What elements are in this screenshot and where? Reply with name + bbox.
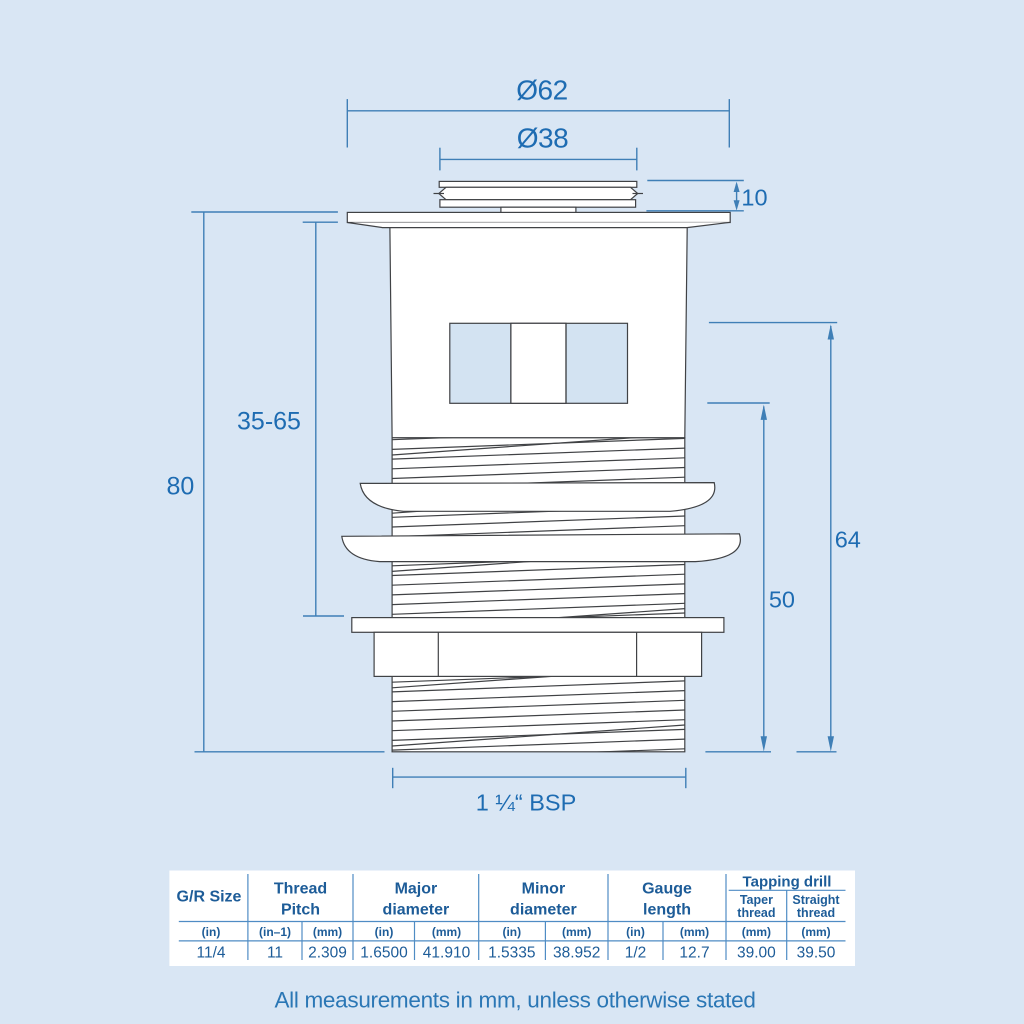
svg-text:All measurements in mm, unless: All measurements in mm, unless otherwise… [274, 988, 755, 1013]
svg-text:11: 11 [267, 945, 283, 962]
svg-text:(mm): (mm) [432, 925, 461, 939]
svg-text:diameter: diameter [510, 902, 577, 919]
svg-text:Gauge: Gauge [642, 881, 692, 898]
svg-text:(mm): (mm) [562, 925, 591, 939]
svg-text:2.309: 2.309 [308, 945, 347, 962]
svg-text:thread: thread [797, 906, 835, 920]
svg-text:(mm): (mm) [801, 925, 830, 939]
svg-text:11/4: 11/4 [196, 945, 225, 962]
svg-text:Taper: Taper [740, 893, 773, 907]
svg-text:35-65: 35-65 [237, 408, 301, 436]
svg-text:Straight: Straight [792, 893, 840, 907]
svg-text:(in): (in) [502, 925, 521, 939]
svg-text:(mm): (mm) [680, 925, 709, 939]
svg-text:1/2: 1/2 [625, 945, 647, 962]
svg-text:(mm): (mm) [313, 925, 342, 939]
svg-text:(in): (in) [202, 925, 221, 939]
svg-text:12.7: 12.7 [679, 945, 709, 962]
svg-text:Major: Major [395, 881, 438, 898]
svg-text:(in): (in) [375, 925, 394, 939]
svg-text:(mm): (mm) [742, 925, 771, 939]
svg-text:Ø62: Ø62 [516, 75, 567, 106]
svg-text:64: 64 [835, 527, 861, 553]
svg-text:Pitch: Pitch [281, 902, 320, 919]
svg-text:1.6500: 1.6500 [360, 945, 408, 962]
svg-text:diameter: diameter [383, 902, 450, 919]
svg-text:50: 50 [769, 587, 795, 613]
svg-text:Tapping drill: Tapping drill [743, 874, 832, 891]
svg-text:(in–1): (in–1) [259, 925, 291, 939]
svg-text:Thread: Thread [274, 881, 327, 898]
svg-text:(in): (in) [626, 925, 645, 939]
svg-text:39.50: 39.50 [797, 945, 836, 962]
svg-text:length: length [643, 902, 691, 919]
svg-text:Minor: Minor [522, 881, 566, 898]
svg-text:G/R Size: G/R Size [177, 889, 242, 906]
svg-text:thread: thread [737, 906, 775, 920]
svg-text:1 ¼“ BSP: 1 ¼“ BSP [476, 790, 577, 816]
svg-text:10: 10 [741, 185, 767, 211]
svg-text:Ø38: Ø38 [517, 123, 568, 154]
svg-text:39.00: 39.00 [737, 945, 776, 962]
svg-text:80: 80 [166, 473, 194, 501]
svg-text:1.5335: 1.5335 [488, 945, 535, 962]
svg-text:38.952: 38.952 [553, 945, 600, 962]
svg-text:41.910: 41.910 [423, 945, 471, 962]
